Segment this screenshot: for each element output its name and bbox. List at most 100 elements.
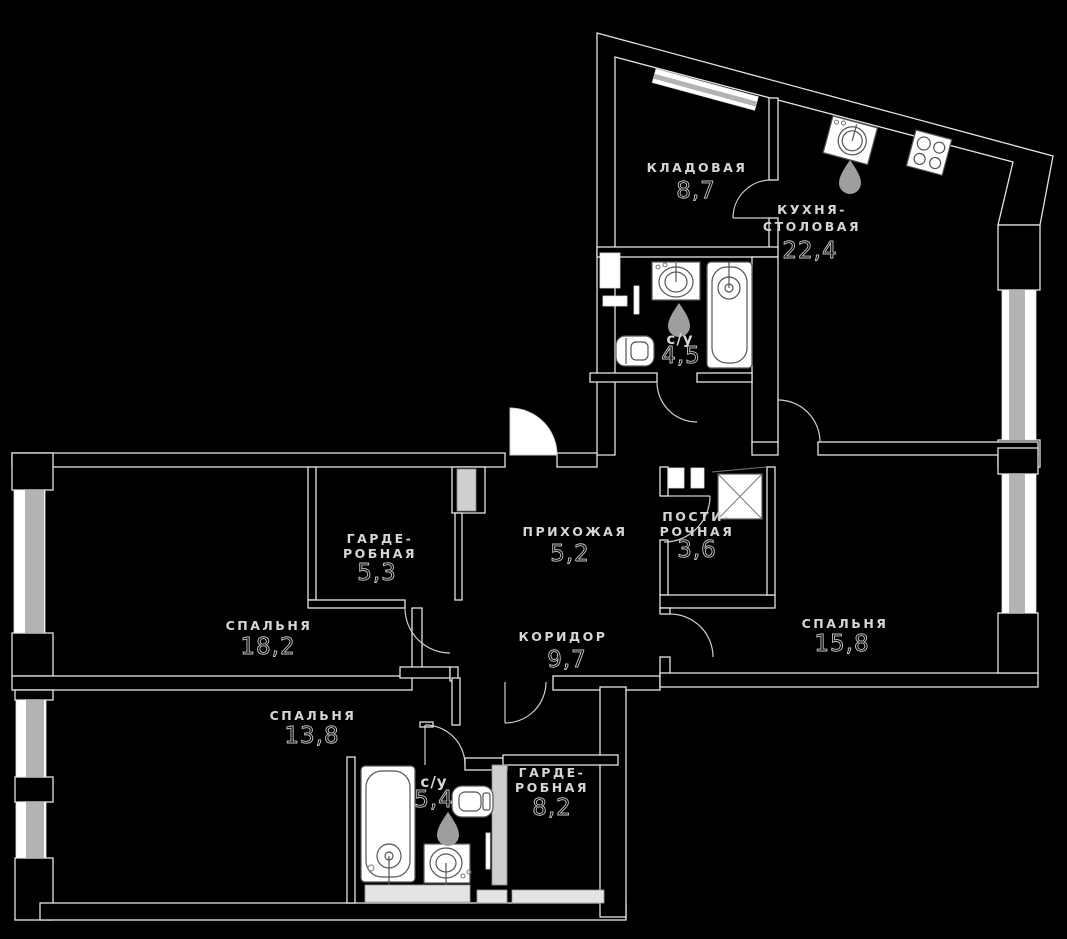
room-label-kladovaya: КЛАДОВАЯ 8,7	[647, 160, 748, 204]
wall-band-bottom-left	[11, 675, 413, 691]
wall-post-bed2	[766, 466, 776, 596]
room-label-koridor: КОРИДОР 9,7	[519, 629, 605, 673]
room-name: СПАЛЬНЯ	[270, 708, 357, 723]
door-swing-icon	[656, 381, 698, 423]
room-label-bathroom-2: с/у 5,4	[414, 773, 454, 813]
wall-band-top-l	[11, 452, 506, 468]
wall-bath2-left	[346, 756, 356, 904]
room-area: 5,4	[414, 787, 454, 813]
room-label-prihozhaya: ПРИХОЖАЯ 5,2	[523, 524, 628, 567]
door-swing-icon	[504, 681, 547, 724]
room-area: 8,2	[532, 795, 572, 821]
shaft-a	[599, 252, 621, 289]
room-area: 15,8	[814, 631, 869, 657]
wall-bs-right	[599, 686, 627, 918]
wall-kitchen-bottom-l	[751, 441, 779, 456]
room-label-bedroom-3: СПАЛЬНЯ 13,8	[270, 708, 357, 749]
entrance-door-icon	[509, 407, 558, 456]
room-label-kitchen: КУХНЯ- СТОЛОВАЯ 22,4	[763, 202, 861, 264]
sliding-door-icon	[491, 764, 508, 886]
threshold-strip	[511, 889, 605, 904]
wall-gard2-top	[502, 754, 619, 766]
room-area: 5,2	[550, 541, 590, 567]
wall-bath1-kitchen	[751, 256, 779, 445]
room-labels: КЛАДОВАЯ 8,7 КУХНЯ- СТОЛОВАЯ 22,4 с/у 4,…	[226, 160, 889, 821]
toilet-icon	[615, 335, 655, 367]
room-name: СПАЛЬНЯ	[802, 616, 889, 631]
room-label-garderobnaya-1: ГАРДЕ- РОБНАЯ 5,3	[343, 531, 417, 586]
wall-bs-left-a	[14, 689, 54, 701]
wall-prih-post-b	[659, 539, 669, 596]
washing-machine-icon	[717, 473, 763, 520]
room-name: КЛАДОВАЯ	[647, 160, 748, 175]
wall-bs-left-b	[14, 776, 54, 803]
door-swing-icon	[669, 613, 714, 658]
wall-post-bottom	[659, 594, 776, 609]
window-glass	[26, 802, 44, 858]
door-swing-icon	[777, 399, 821, 443]
windows	[13, 68, 1037, 859]
room-name: ПРИХОЖАЯ	[523, 524, 628, 539]
room-area: 18,2	[240, 634, 295, 660]
door-swing-icon	[732, 179, 772, 219]
room-name: ГАРДЕ-	[347, 531, 414, 546]
water-drop-icon	[668, 303, 690, 337]
closet-door-icon	[456, 468, 477, 512]
wall-storage-bottom	[596, 246, 779, 258]
room-name: СТОЛОВАЯ	[763, 219, 861, 234]
door-swing-icon	[424, 724, 466, 766]
wall-left-bottom-block	[11, 632, 54, 677]
wall-left-top-block	[11, 452, 54, 491]
shaft-c	[633, 285, 640, 315]
kitchen-sink-icon	[822, 115, 879, 166]
water-drop-icon	[437, 812, 459, 846]
wall-bath1-bottom-r	[696, 372, 753, 383]
room-area: 8,7	[676, 178, 716, 204]
wall-bed3-vestibule	[451, 677, 461, 726]
wall-bed2-right-b	[997, 612, 1039, 674]
threshold-strip	[476, 889, 508, 904]
room-label-postirochnaya: ПОСТИ- РОЧНАЯ 3,6	[660, 509, 732, 563]
wall-gard1-bottom	[307, 599, 406, 609]
room-label-bedroom-1: СПАЛЬНЯ 18,2	[226, 618, 313, 660]
room-label-bathroom-1: с/у 4,5	[661, 330, 701, 369]
shaft-b	[602, 295, 628, 307]
countertop-strip	[364, 884, 471, 903]
window-icon	[651, 68, 759, 111]
vent-shaft	[667, 467, 685, 489]
door-swing-icon	[404, 607, 451, 654]
room-name: ПОСТИ-	[662, 509, 731, 524]
sink-icon	[651, 261, 701, 301]
room-area: 3,6	[677, 537, 717, 563]
wall-koridor-bottom-l	[399, 666, 451, 679]
wall-bed2-right-a	[997, 447, 1039, 475]
room-label-bedroom-2: СПАЛЬНЯ 15,8	[802, 616, 889, 657]
stove-icon	[905, 129, 953, 177]
bathtub-icon	[360, 765, 416, 901]
window-glass	[26, 700, 44, 777]
room-area: 4,5	[661, 343, 701, 369]
toilet-icon	[451, 785, 494, 818]
room-name: РОБНАЯ	[343, 546, 417, 561]
room-name: ГАРДЕ-	[519, 765, 586, 780]
doors	[404, 179, 821, 886]
room-area: 13,8	[284, 723, 339, 749]
wall-storage-kitchen-a	[768, 97, 779, 181]
wall-kor-bed2-a	[659, 607, 671, 615]
room-area: 5,3	[357, 560, 397, 586]
water-drop-icon	[839, 160, 861, 194]
wall-band-top-r	[556, 452, 598, 468]
room-label-garderobnaya-2: ГАРДЕ- РОБНАЯ 8,2	[515, 765, 589, 821]
wall-bs-bottom	[39, 902, 627, 921]
room-name: СПАЛЬНЯ	[226, 618, 313, 633]
wall-kitchen-right-upper	[997, 224, 1041, 291]
wall-bed1-gard1	[307, 466, 317, 601]
shelf-line	[711, 466, 767, 473]
room-name: РОБНАЯ	[515, 780, 589, 795]
vent-shaft	[690, 467, 705, 489]
window-glass	[25, 490, 44, 633]
wall-bath1-bottom-l	[589, 372, 658, 383]
window-glass	[1009, 290, 1025, 440]
